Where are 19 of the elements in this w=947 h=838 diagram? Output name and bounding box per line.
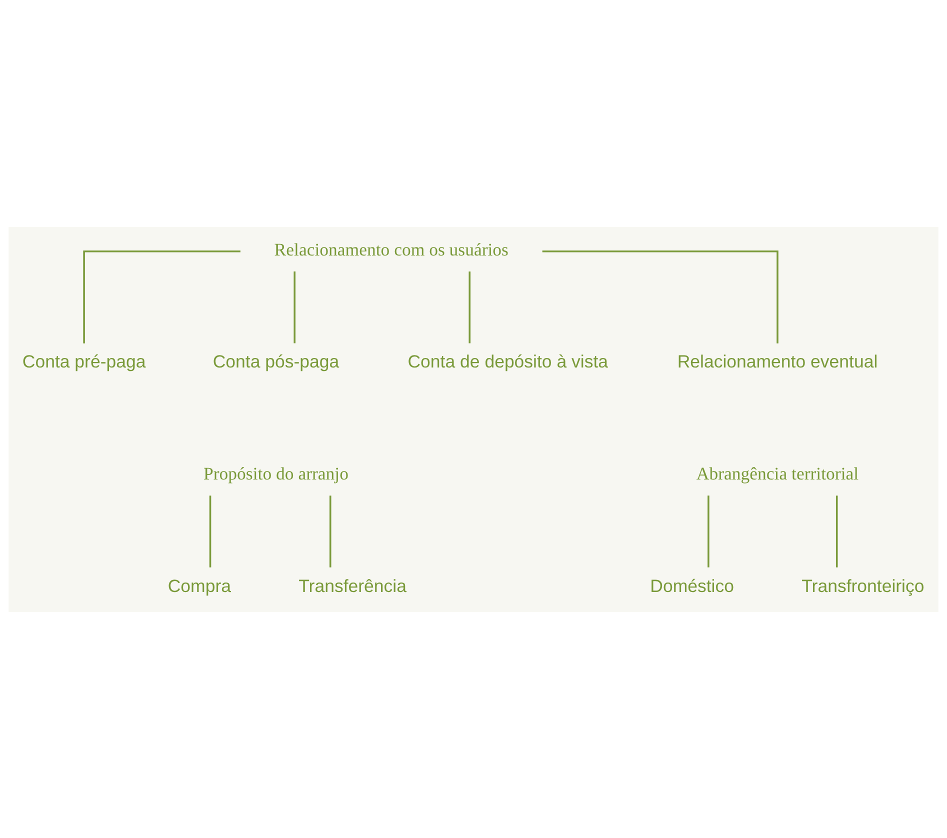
node-text: Propósito do arranjo bbox=[204, 463, 348, 484]
node-text: Compra bbox=[168, 575, 232, 596]
connector bbox=[836, 495, 838, 567]
node-text: Abrangência territorial bbox=[696, 463, 859, 484]
connector bbox=[209, 495, 212, 567]
node-text: Relacionamento com os usuários bbox=[274, 239, 508, 260]
node-text: Transferência bbox=[298, 575, 406, 596]
connector bbox=[329, 495, 332, 567]
connector bbox=[294, 270, 296, 343]
connector bbox=[708, 495, 710, 567]
connector bbox=[468, 270, 470, 343]
node-text: Doméstico bbox=[650, 575, 734, 596]
connector bbox=[83, 250, 240, 343]
node-text: Conta de depósito à vista bbox=[408, 351, 608, 372]
connector bbox=[542, 250, 778, 343]
node-text: Conta pós-paga bbox=[212, 351, 340, 372]
node-text: Transfronteiriço bbox=[802, 575, 924, 596]
node-text: Conta pré-paga bbox=[22, 351, 146, 372]
node-text: Relacionamento eventual bbox=[677, 351, 878, 372]
